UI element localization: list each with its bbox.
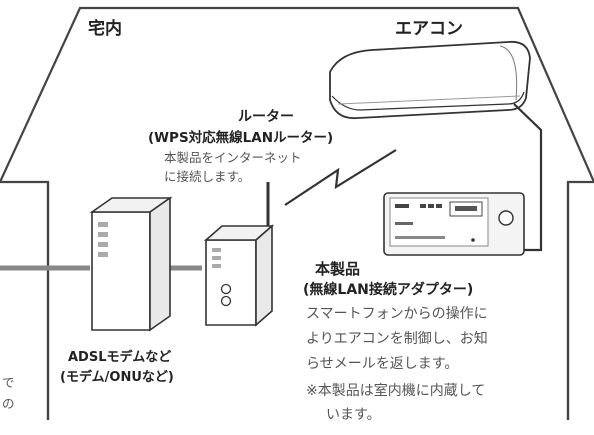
aircon-label: エアコン <box>395 19 463 39</box>
modem-label-line1: ADSLモデムなど <box>68 350 172 365</box>
adapter-desc-line3: らせメールを返します。 <box>306 356 459 372</box>
aircon-adapter-cable <box>513 103 543 252</box>
router-title: ルーター <box>238 109 294 125</box>
adapter-title: 本製品 <box>315 260 361 278</box>
adapter-note-line1: ※本製品は室内機に内蔵して <box>306 383 486 399</box>
left-cut-text-line1: で <box>2 375 15 390</box>
adapter-device <box>383 192 525 256</box>
left-cut-text-line2: の <box>2 396 15 411</box>
router-desc-line2: に接続します。 <box>164 169 251 184</box>
router-subtitle: (WPS対応無線LANルーター) <box>148 130 334 146</box>
wireless-signal <box>284 149 397 206</box>
modem-label-line2: (モデム/ONUなど) <box>60 370 174 385</box>
router-desc-line1: 本製品をインターネット <box>164 150 302 165</box>
adapter-desc-line2: よりエアコンを制御し、お知 <box>306 331 488 347</box>
adapter-desc-line1: スマートフォンからの操作に <box>306 306 488 322</box>
router-device <box>203 182 275 327</box>
adapter-subtitle: (無線LAN接続アダプター) <box>303 282 474 298</box>
aircon-unit <box>329 40 531 120</box>
adapter-note-line2: います。 <box>326 407 381 423</box>
modem-device <box>89 196 173 332</box>
indoor-label: 宅内 <box>88 19 122 39</box>
